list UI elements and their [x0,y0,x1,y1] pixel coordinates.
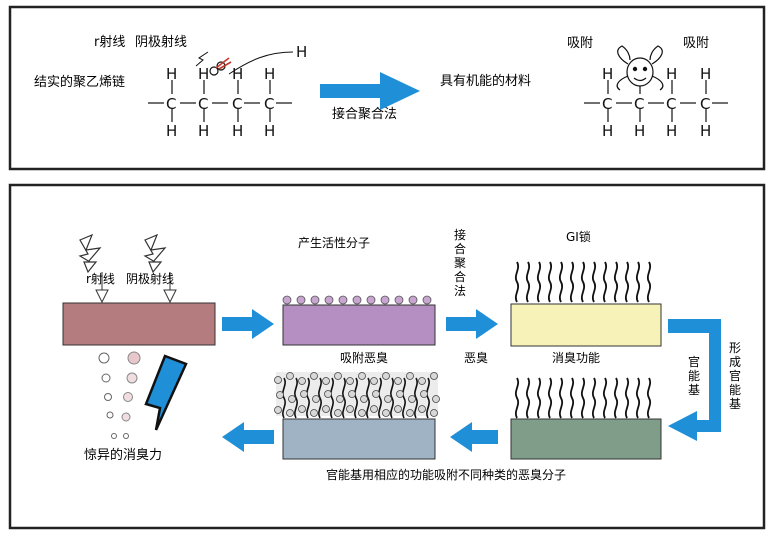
top-radiation-label: r射线 [94,34,125,50]
form-char: 成 [729,355,741,369]
flow-arrow [222,309,274,339]
form-char: 基 [729,397,741,411]
atom-h: H [166,65,177,83]
atom-c: C [166,95,176,113]
atom-c: C [198,95,208,113]
atom-h: H [700,122,711,140]
result-label: 具有机能的材料 [440,73,531,89]
functional-group-icon [616,45,664,91]
lightning-icon [143,233,177,304]
chain-label: 结实的聚乙烯链 [34,74,125,90]
base-material-block [62,302,216,346]
adsorb-odor-label: 吸附恶臭 [340,350,388,365]
top-cathode-label: 阴极射线 [135,34,187,50]
adsorb-right-label: 吸附 [683,36,709,51]
func-char: 官 [688,354,700,369]
atom-c: C [602,95,612,113]
atom-h: H [166,122,177,140]
adsorb-left-label: 吸附 [567,36,593,51]
flow-arrow [450,422,498,452]
atom-c: C [700,95,710,113]
bottom-radiation-label: r射线 [86,271,115,286]
grafting-char: 合 [454,269,466,284]
atom-h: H [602,122,613,140]
adsorbed-odor-layer [274,372,440,419]
graft-chains-top [514,261,652,303]
graft-chains-bottom [514,377,652,419]
grafting-char: 聚 [454,256,466,270]
func-char: 能 [688,369,700,383]
amazing-power-label: 惊异的消臭力 [84,447,162,463]
lightning-icon [78,233,109,304]
deodor-block [510,418,662,460]
grafting-label: 接合聚合法 [332,106,397,122]
removed-h-path [228,51,294,75]
scissors-icon [195,51,232,76]
atom-h: H [666,65,677,83]
atom-h: H [198,65,209,83]
form-functional-vertical-label: 形 成 官 能 基 [729,341,741,411]
grafting-arrow [320,72,420,110]
lock-block [510,303,662,347]
functional-chain: H H H C C C C H H H H [584,65,728,140]
atom-h: H [602,65,613,83]
corner-arrow [668,319,721,441]
atom-c: C [634,95,644,113]
atom-h: H [198,122,209,140]
adsorbed-block [282,418,436,460]
odor-particles [98,351,141,439]
form-char: 官 [729,368,741,383]
atom-c: C [232,95,242,113]
grafting-char: 接 [454,227,466,242]
form-char: 形 [729,341,741,355]
atom-h: H [666,122,677,140]
atom-h: H [700,65,711,83]
form-char: 能 [729,383,741,397]
lock-label: GI锁 [566,229,591,244]
grafting-char: 合 [454,241,466,256]
flow-arrow [446,309,498,339]
atom-h: H [634,122,645,140]
atom-h: H [264,65,275,83]
bottom-cathode-label: 阴极射线 [126,271,174,286]
atom-c: C [666,95,676,113]
func-char: 基 [688,383,700,397]
active-sites [282,295,432,305]
flow-arrow [222,422,274,452]
atom-h: H [232,122,243,140]
deodor-down-arrow [144,354,188,431]
polyethylene-chain: H H H H C C C C H H H H [148,65,292,140]
grafting-char: 法 [454,284,466,298]
active-molecule-block [282,304,436,346]
grafting-vertical-label: 接 合 聚 合 法 [454,227,466,298]
atom-h: H [264,122,275,140]
active-molecules-label: 产生活性分子 [298,236,370,250]
bottom-caption: 官能基用相应的功能吸附不同种类的恶臭分子 [326,467,566,482]
atom-c: C [264,95,274,113]
deodor-function-label: 消臭功能 [552,350,600,365]
odor-label: 恶臭 [464,350,488,365]
atom-h: H [232,65,243,83]
removed-h-atom: H [296,43,307,61]
functional-group-vertical-label: 官 能 基 [688,354,700,397]
